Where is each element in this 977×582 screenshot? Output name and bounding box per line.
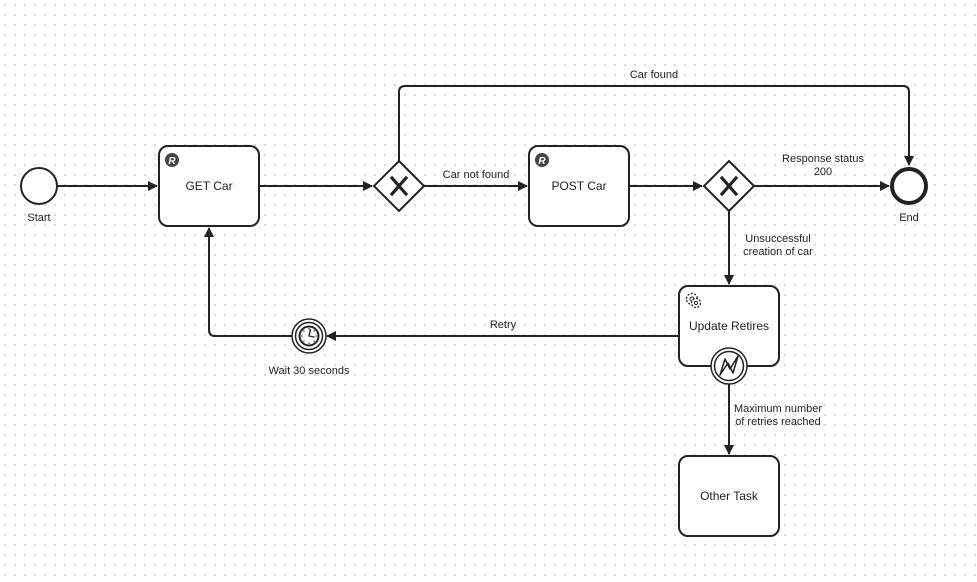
flow-label-car-not-found: Car not found	[443, 169, 510, 181]
clock-icon	[298, 325, 320, 347]
flow-label-car-found: Car found	[630, 69, 678, 81]
flow-label-creation-of-car: creation of car	[743, 246, 813, 258]
flow-label-retry: Retry	[490, 319, 517, 331]
timer-event-label: Wait 30 seconds	[269, 365, 350, 377]
get-car-task[interactable]	[158, 145, 260, 227]
flow-label-retries-reached: of retries reached	[735, 416, 821, 428]
flow-label-max-retries: Maximum number	[734, 403, 822, 415]
post-car-label: POST Car	[551, 179, 606, 193]
error-lightning-icon	[719, 355, 739, 376]
flow-car-found[interactable]	[398, 85, 914, 166]
start-event[interactable]	[20, 167, 58, 205]
start-event-label: Start	[27, 212, 50, 224]
rest-marker-icon: R	[165, 153, 179, 167]
other-task[interactable]	[678, 455, 780, 537]
flow-label-response-code: 200	[814, 166, 832, 178]
end-event-label: End	[899, 212, 919, 224]
flow-label-response-status: Response status	[782, 153, 864, 165]
exclusive-gateway-x-icon	[719, 175, 739, 197]
post-car-task[interactable]	[528, 145, 630, 227]
svg-text:R: R	[168, 156, 176, 167]
end-event[interactable]	[890, 167, 928, 205]
flow-timer-to-get-car[interactable]	[204, 227, 292, 337]
get-car-label: GET Car	[185, 179, 232, 193]
update-retries-label: Update Retires	[689, 319, 769, 333]
exclusive-gateway-x-icon	[389, 175, 409, 197]
gear-icon	[685, 292, 702, 309]
other-task-label: Other Task	[700, 489, 759, 503]
rest-marker-icon: R	[535, 153, 549, 167]
flow-label-unsuccessful: Unsuccessful	[745, 233, 810, 245]
svg-text:R: R	[538, 156, 546, 167]
